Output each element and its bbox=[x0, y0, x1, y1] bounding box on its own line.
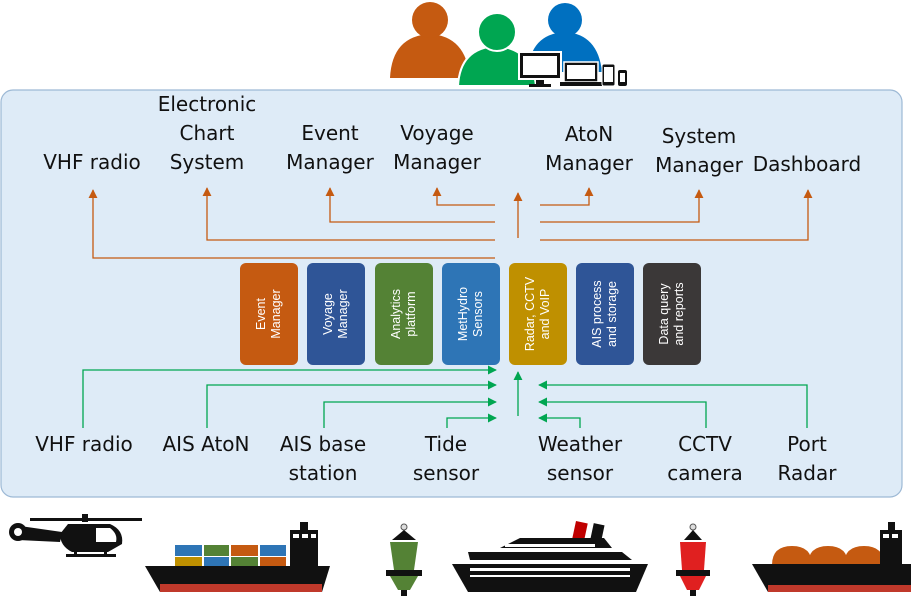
module-event-manager: Event Manager bbox=[240, 263, 298, 365]
link-to-voyage-manager bbox=[432, 187, 495, 206]
input-ais-aton-label: AIS AtoN bbox=[162, 432, 250, 456]
module-ais-process-storage-label: AIS process and storage bbox=[590, 280, 619, 348]
link-to-event-manager bbox=[325, 187, 495, 223]
input-connectors bbox=[82, 365, 808, 428]
input-port-radar-label: Port Radar bbox=[777, 432, 837, 485]
output-voyage-manager-label: Voyage Manager bbox=[393, 121, 481, 174]
module-voyage-manager: Voyage Manager bbox=[307, 263, 365, 365]
module-ais-process-storage: AIS process and storage bbox=[576, 263, 634, 365]
users-icon bbox=[390, 2, 602, 87]
module-data-query-reports-label: Data query and reports bbox=[657, 282, 686, 346]
input-ais-base-station-label: AIS base station bbox=[279, 432, 367, 485]
link-from-vhf-radio bbox=[82, 365, 497, 428]
output-connectors bbox=[88, 187, 813, 259]
red-buoy-icon bbox=[676, 523, 710, 596]
link-from-ais-aton bbox=[206, 380, 497, 428]
devices-icon bbox=[518, 51, 627, 87]
module-voyage-manager-label: Voyage Manager bbox=[321, 289, 350, 339]
module-analytics-platform-label: Analytics platform bbox=[389, 288, 418, 340]
link-to-ecs bbox=[202, 187, 495, 241]
link-from-tide-sensor bbox=[446, 413, 497, 428]
module-analytics-platform: Analytics platform bbox=[375, 263, 433, 365]
lng-tanker-icon bbox=[752, 522, 911, 592]
module-radar-cctv-voip: Radar, CCTV and VoIP bbox=[509, 263, 567, 365]
module-data-query-reports: Data query and reports bbox=[643, 263, 701, 365]
output-vhf-radio-label: VHF radio bbox=[43, 150, 141, 174]
input-tide-sensor-label: Tide sensor bbox=[412, 432, 480, 485]
output-dashboard-label: Dashboard bbox=[752, 152, 862, 176]
link-to-system-manager bbox=[540, 189, 704, 223]
link-from-cctv-camera bbox=[538, 397, 707, 428]
link-to-aton-manager bbox=[540, 187, 594, 206]
link-from-ais-base-station bbox=[323, 397, 497, 428]
module-event-manager-label: Event Manager bbox=[254, 289, 283, 339]
cruise-ship-icon bbox=[452, 520, 648, 592]
link-from-weather-sensor bbox=[538, 413, 581, 428]
output-ecs-label: Electronic Chart System bbox=[157, 92, 257, 174]
link-to-dashboard bbox=[540, 189, 813, 241]
input-weather-sensor-label: Weather sensor bbox=[537, 432, 623, 485]
output-aton-manager-label: AtoN Manager bbox=[545, 122, 633, 175]
module-methydro-sensors: MetHydro Sensors bbox=[442, 263, 500, 365]
input-vhf-radio-label: VHF radio bbox=[35, 432, 133, 456]
output-event-manager-label: Event Manager bbox=[286, 121, 374, 174]
input-cctv-camera-label: CCTV camera bbox=[667, 432, 743, 485]
green-buoy-icon bbox=[386, 523, 422, 596]
helicopter-icon bbox=[9, 514, 142, 557]
link-to-vhf-radio bbox=[88, 189, 495, 259]
link-from-port-radar bbox=[538, 380, 808, 428]
module-methydro-sensors-label: MetHydro Sensors bbox=[456, 286, 485, 342]
output-system-manager-label: System Manager bbox=[655, 124, 743, 177]
container-ship-icon bbox=[145, 522, 330, 592]
module-radar-cctv-voip-label: Radar, CCTV and VoIP bbox=[523, 276, 552, 352]
